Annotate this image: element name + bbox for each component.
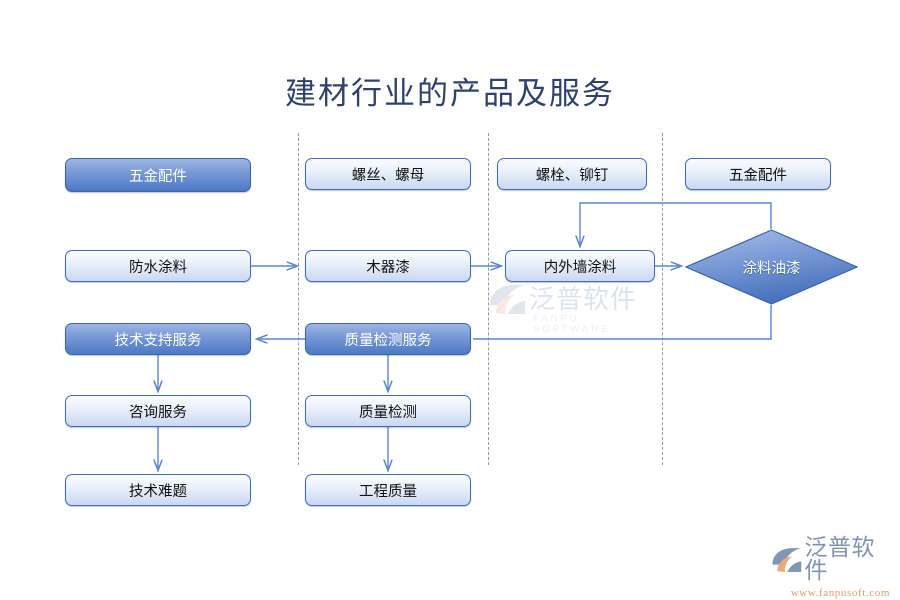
node-label: 技术难题: [129, 483, 187, 500]
brand-logo: 泛普软件 www.fanpusoft.com: [770, 535, 890, 599]
node-label: 五金配件: [729, 167, 787, 184]
node-box[interactable]: 五金配件: [65, 158, 251, 192]
node-box[interactable]: 技术难题: [65, 474, 251, 506]
brand-logo-url: www.fanpusoft.com: [790, 587, 890, 599]
fanpu-logo-icon: [490, 285, 525, 314]
node-label: 五金配件: [129, 168, 187, 185]
node-box[interactable]: 五金配件: [685, 158, 831, 190]
node-label: 木器漆: [366, 259, 410, 276]
node-box[interactable]: 咨询服务: [65, 395, 251, 427]
diamond-label: 涂料油漆: [742, 260, 801, 277]
brand-logo-icon: [772, 547, 802, 572]
brand-logo-text: 泛普软件: [804, 535, 876, 584]
connector-diamond-bottom-to-quality-service: [473, 305, 772, 340]
node-box[interactable]: 内外墙涂料: [505, 250, 655, 282]
node-label: 技术支持服务: [114, 332, 202, 349]
node-box[interactable]: 螺栓、铆钉: [497, 158, 647, 190]
node-box[interactable]: 技术支持服务: [65, 323, 251, 355]
node-box[interactable]: 质量检测服务: [305, 323, 471, 355]
column-separator-2: [488, 133, 489, 465]
center-watermark: 泛普软件 FANPU SOFTWARE: [487, 283, 662, 343]
node-label: 防水涂料: [129, 259, 187, 276]
node-label: 质量检测服务: [344, 332, 432, 349]
node-label: 工程质量: [359, 483, 417, 500]
node-label: 咨询服务: [129, 404, 187, 421]
node-box[interactable]: 防水涂料: [65, 250, 251, 282]
column-separator-1: [298, 133, 299, 465]
page-title: 建材行业的产品及服务: [285, 76, 615, 112]
node-box[interactable]: 木器漆: [305, 250, 471, 282]
decision-diamond[interactable]: 涂料油漆: [685, 229, 858, 305]
node-box[interactable]: 工程质量: [305, 474, 471, 506]
column-separator-3: [662, 133, 663, 465]
node-box[interactable]: 螺丝、螺母: [305, 158, 471, 190]
node-label: 内外墙涂料: [543, 259, 617, 276]
node-label: 螺丝、螺母: [351, 167, 425, 184]
node-label: 质量检测: [359, 404, 417, 421]
diamond-shape: [685, 229, 858, 305]
node-label: 螺栓、铆钉: [535, 167, 609, 184]
watermark-subtext: FANPU SOFTWARE: [533, 313, 611, 335]
watermark-text: 泛普软件: [529, 285, 638, 315]
node-box[interactable]: 质量检测: [305, 395, 471, 427]
